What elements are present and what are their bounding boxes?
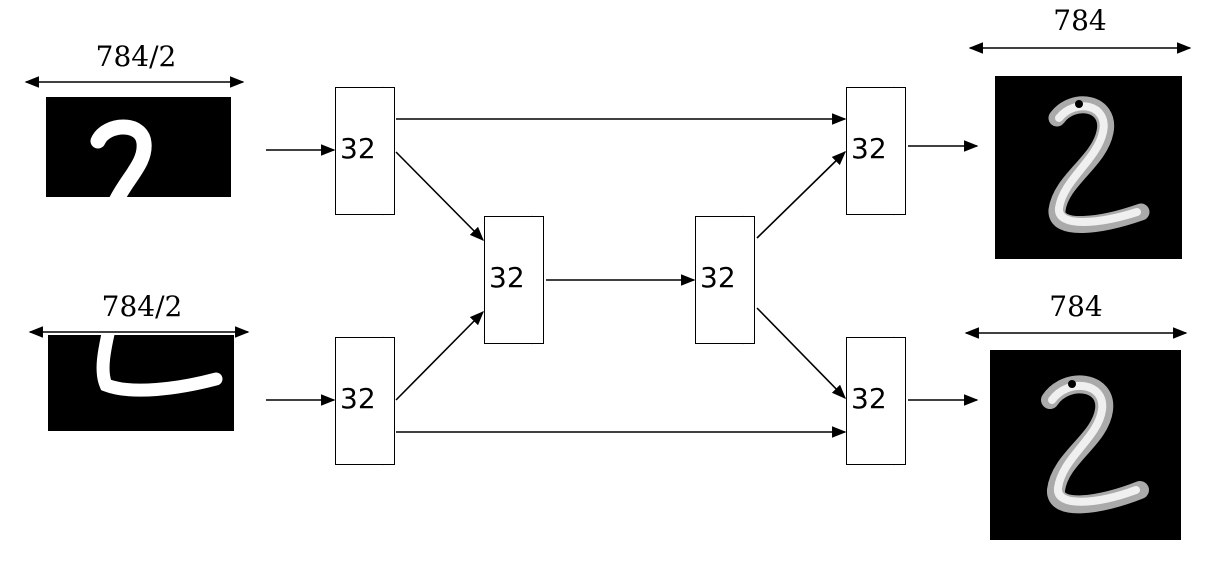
edge-node-2-to-node-3 <box>395 310 485 401</box>
output-bottom-dimension-label: 784 <box>1049 290 1103 323</box>
node-units-label: 32 <box>340 132 376 165</box>
edge-node-4-to-node-6 <box>756 307 847 400</box>
encoder-node-top: 32 <box>335 87 395 215</box>
input-bottom-dimension-label: 784/2 <box>101 290 183 323</box>
node-units-label: 32 <box>700 261 736 294</box>
node-units-label: 32 <box>489 261 525 294</box>
edge-node-1-to-node-3 <box>395 151 485 242</box>
shared-node-right: 32 <box>695 216 755 344</box>
output-bottom-reconstruction-image <box>990 350 1181 540</box>
decoder-node-bottom: 32 <box>846 337 906 465</box>
output-top-reconstruction-image <box>995 76 1182 259</box>
input-top-dimension-label: 784/2 <box>95 40 177 73</box>
output-top-dimension-label: 784 <box>1053 4 1107 37</box>
node-units-label: 32 <box>851 382 887 415</box>
decoder-node-top: 32 <box>846 87 906 215</box>
node-units-label: 32 <box>340 382 376 415</box>
shared-node-left: 32 <box>484 216 544 344</box>
encoder-node-bottom: 32 <box>335 337 395 465</box>
node-units-label: 32 <box>851 132 887 165</box>
input-top-half-image <box>46 97 231 197</box>
edge-node-4-to-node-5 <box>756 150 847 239</box>
input-bottom-half-image <box>48 335 234 431</box>
